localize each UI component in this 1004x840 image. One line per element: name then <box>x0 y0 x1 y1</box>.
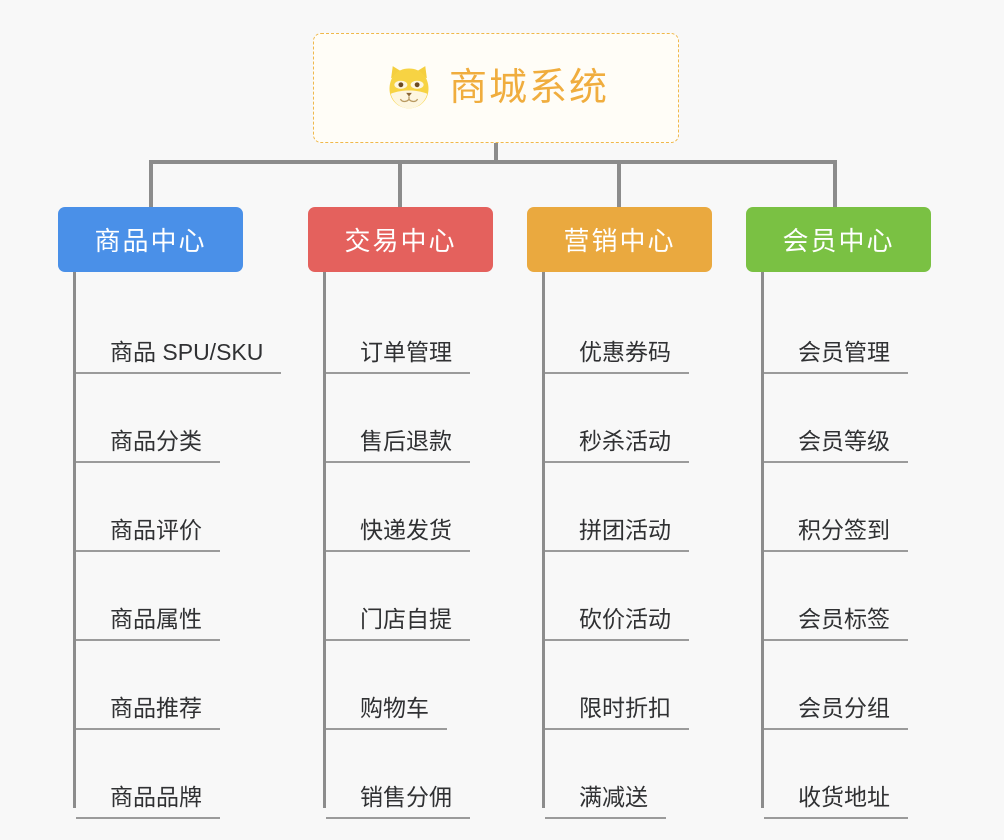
shiba-dog-face-icon <box>383 62 435 114</box>
column-member-center: 会员中心 会员管理 会员等级 积分签到 会员标签 会员分组 收货地址 <box>746 207 931 819</box>
column-header-trade-center[interactable]: 交易中心 <box>308 207 493 272</box>
leaf-label: 快递发货 <box>326 517 470 552</box>
leaf-label: 收货地址 <box>764 784 908 819</box>
list-item[interactable]: 商品 SPU/SKU <box>73 285 282 374</box>
leaf-label: 秒杀活动 <box>545 428 689 463</box>
list-item[interactable]: 商品属性 <box>73 552 281 641</box>
leaf-label: 销售分佣 <box>326 784 470 819</box>
root-node-mall-system[interactable]: 商城系统 <box>313 33 679 143</box>
leaf-label: 会员分组 <box>764 695 908 730</box>
leaf-label: 会员标签 <box>764 606 908 641</box>
leaf-label: 售后退款 <box>326 428 470 463</box>
column-trunk-line <box>542 272 545 808</box>
connector-drop-product-center <box>149 160 153 207</box>
column-body-trade-center: 订单管理 售后退款 快递发货 门店自提 购物车 销售分佣 <box>323 272 493 819</box>
column-trunk-line <box>323 272 326 808</box>
list-item[interactable]: 购物车 <box>323 641 493 730</box>
leaf-label: 限时折扣 <box>545 695 689 730</box>
column-body-product-center: 商品 SPU/SKU 商品分类 商品评价 商品属性 商品推荐 商品品牌 <box>73 272 282 819</box>
leaf-label: 积分签到 <box>764 517 908 552</box>
list-item[interactable]: 优惠券码 <box>542 285 712 374</box>
list-item[interactable]: 商品分类 <box>73 374 281 463</box>
leaf-label: 购物车 <box>326 695 447 730</box>
leaf-label: 商品品牌 <box>76 784 220 819</box>
list-item[interactable]: 商品评价 <box>73 463 281 552</box>
list-item[interactable]: 砍价活动 <box>542 552 712 641</box>
list-item[interactable]: 积分签到 <box>761 463 931 552</box>
column-body-marketing-center: 优惠券码 秒杀活动 拼团活动 砍价活动 限时折扣 满减送 <box>542 272 712 819</box>
list-item[interactable]: 销售分佣 <box>323 730 493 819</box>
list-item[interactable]: 会员标签 <box>761 552 931 641</box>
list-item[interactable]: 限时折扣 <box>542 641 712 730</box>
column-trunk-line <box>73 272 76 808</box>
list-item[interactable]: 售后退款 <box>323 374 493 463</box>
leaf-label: 商品评价 <box>76 517 220 552</box>
list-item[interactable]: 商品推荐 <box>73 641 281 730</box>
column-body-member-center: 会员管理 会员等级 积分签到 会员标签 会员分组 收货地址 <box>761 272 931 819</box>
list-item[interactable]: 商品品牌 <box>73 730 281 819</box>
list-item[interactable]: 会员等级 <box>761 374 931 463</box>
list-item[interactable]: 满减送 <box>542 730 712 819</box>
column-marketing-center: 营销中心 优惠券码 秒杀活动 拼团活动 砍价活动 限时折扣 满减送 <box>527 207 712 819</box>
list-item[interactable]: 订单管理 <box>323 285 493 374</box>
leaf-label: 优惠券码 <box>545 339 689 374</box>
leaf-label: 门店自提 <box>326 606 470 641</box>
leaf-label: 拼团活动 <box>545 517 689 552</box>
column-product-center: 商品中心 商品 SPU/SKU 商品分类 商品评价 商品属性 商品推荐 商品品牌 <box>58 207 282 819</box>
leaf-label: 砍价活动 <box>545 606 689 641</box>
connector-drop-trade-center <box>398 160 402 207</box>
list-item[interactable]: 收货地址 <box>761 730 931 819</box>
list-item[interactable]: 拼团活动 <box>542 463 712 552</box>
column-trunk-line <box>761 272 764 808</box>
list-item[interactable]: 门店自提 <box>323 552 493 641</box>
column-header-product-center[interactable]: 商品中心 <box>58 207 243 272</box>
column-header-member-center[interactable]: 会员中心 <box>746 207 931 272</box>
leaf-label: 会员等级 <box>764 428 908 463</box>
root-title: 商城系统 <box>448 67 609 109</box>
leaf-label: 满减送 <box>545 784 666 819</box>
list-item[interactable]: 会员管理 <box>761 285 931 374</box>
connector-drop-member-center <box>833 160 837 207</box>
column-trade-center: 交易中心 订单管理 售后退款 快递发货 门店自提 购物车 销售分佣 <box>308 207 493 819</box>
leaf-label: 商品分类 <box>76 428 220 463</box>
list-item[interactable]: 秒杀活动 <box>542 374 712 463</box>
leaf-label: 会员管理 <box>764 339 908 374</box>
connector-drop-marketing-center <box>617 160 621 207</box>
leaf-label: 商品推荐 <box>76 695 220 730</box>
connector-horizontal-bus <box>149 160 837 164</box>
list-item[interactable]: 快递发货 <box>323 463 493 552</box>
leaf-label: 商品 SPU/SKU <box>76 339 282 374</box>
leaf-label: 订单管理 <box>326 339 470 374</box>
connector-root-stem <box>494 143 498 162</box>
leaf-label: 商品属性 <box>76 606 220 641</box>
column-header-marketing-center[interactable]: 营销中心 <box>527 207 712 272</box>
list-item[interactable]: 会员分组 <box>761 641 931 730</box>
